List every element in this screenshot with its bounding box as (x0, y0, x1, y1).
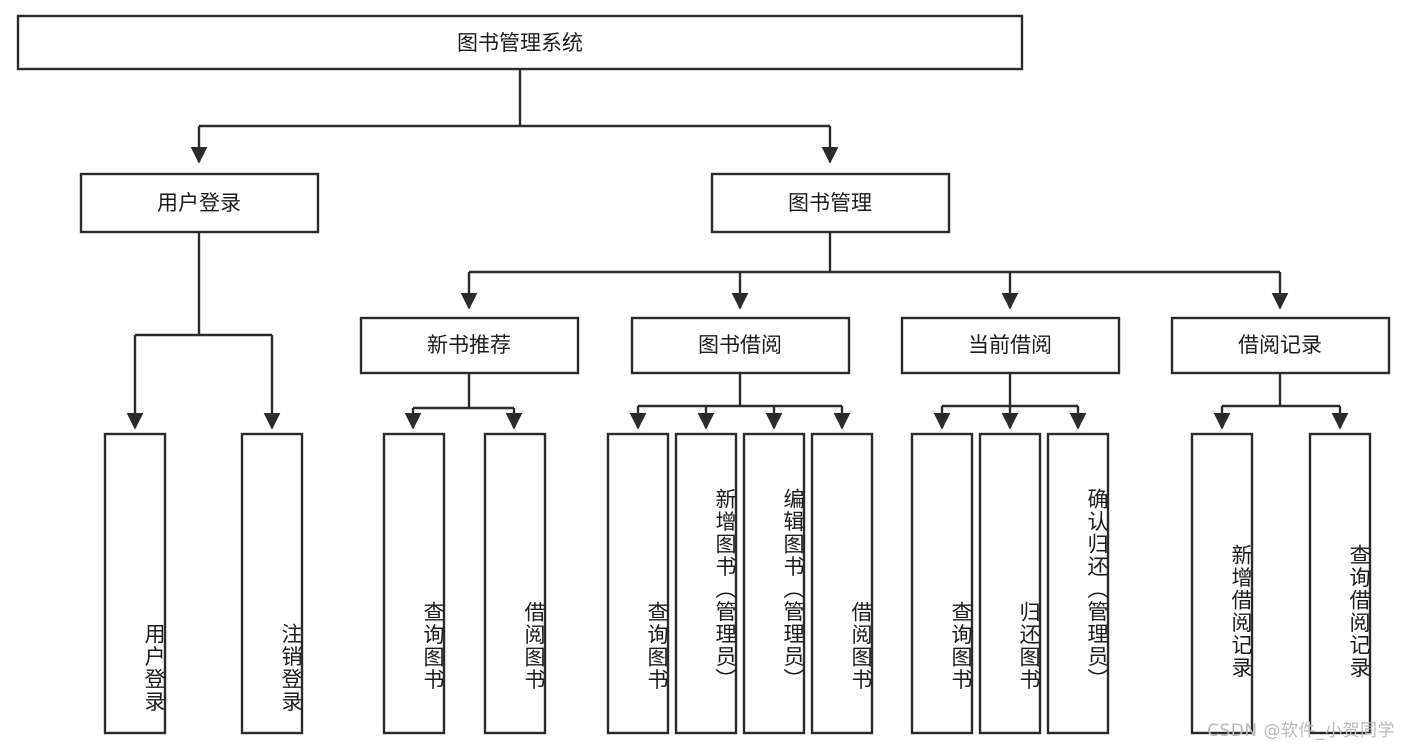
node-borrow-record-label: 借阅记录 (1238, 333, 1322, 357)
leaf-box-br-query[interactable] (1308, 432, 1372, 735)
leaf-box-nb-query[interactable] (382, 432, 446, 735)
node-root-label: 图书管理系统 (457, 31, 583, 55)
leaf-box-cb-confirm[interactable] (1046, 432, 1110, 735)
node-user-login[interactable]: 用户登录 (79, 172, 320, 234)
node-book-manage[interactable]: 图书管理 (710, 172, 951, 234)
node-book-manage-label: 图书管理 (788, 191, 872, 215)
node-new-book-recommend-label: 新书推荐 (427, 333, 511, 357)
node-borrow-record[interactable]: 借阅记录 (1170, 316, 1391, 375)
node-new-book-recommend[interactable]: 新书推荐 (359, 316, 580, 375)
leaf-box-bb-add[interactable] (674, 432, 738, 735)
node-user-login-label: 用户登录 (157, 191, 241, 215)
node-book-borrow-label: 图书借阅 (698, 333, 782, 357)
node-current-borrow-label: 当前借阅 (968, 333, 1052, 357)
leaf-box-bb-borrow[interactable] (810, 432, 874, 735)
leaf-box-logout[interactable] (240, 432, 304, 735)
leaf-box-br-add[interactable] (1190, 432, 1254, 735)
node-book-borrow[interactable]: 图书借阅 (630, 316, 851, 375)
node-current-borrow[interactable]: 当前借阅 (900, 316, 1121, 375)
leaf-box-user-login[interactable] (103, 432, 167, 735)
leaf-box-bb-query[interactable] (606, 432, 670, 735)
node-root[interactable]: 图书管理系统 (16, 14, 1024, 71)
leaf-box-cb-return[interactable] (978, 432, 1042, 735)
csdn-watermark: CSDN @软件_小贺同学 (1207, 721, 1395, 741)
leaf-box-cb-query[interactable] (910, 432, 974, 735)
leaf-box-nb-borrow[interactable] (483, 432, 547, 735)
leaf-box-bb-edit[interactable] (742, 432, 806, 735)
